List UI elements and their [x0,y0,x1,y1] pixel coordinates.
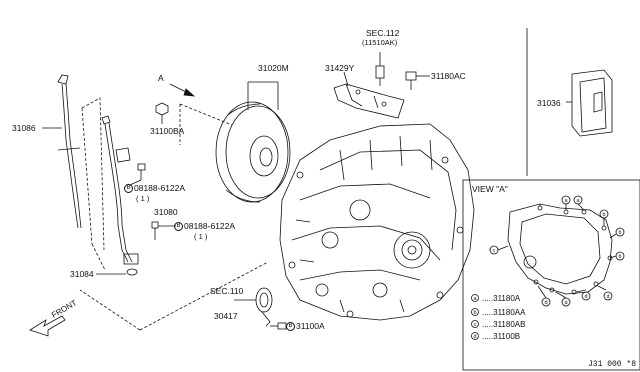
legend-row-d: .....31100B [482,332,521,341]
bolt-08188-b [151,221,176,240]
svg-text:a: a [564,300,568,306]
drawing-code: J31 000 *8 [588,360,637,369]
label-30417: 30417 [214,311,238,321]
label-31429y: 31429Y [325,63,355,73]
bolt-31100a [270,322,287,330]
label-view-a-arrow: A [158,73,164,83]
svg-text:d: d [544,300,547,306]
seal-30417 [255,287,273,327]
svg-text:b: b [618,254,621,260]
dipstick-31086 [57,74,82,229]
label-31036: 31036 [537,98,561,108]
transmission-case [279,123,475,321]
filler-tube-outline [81,97,106,271]
svg-text:b: b [473,310,476,316]
bolt-marker-icon: B [286,322,295,332]
o-ring-31084 [126,268,138,276]
view-a-frame [462,179,640,371]
view-a-callout-circles [489,195,625,307]
svg-text:b: b [602,212,605,218]
legend-row-a: .....31180A [482,294,521,303]
view-a-housing [507,203,613,295]
label-sec112: SEC.112 [366,28,400,38]
svg-text:c: c [474,322,477,328]
legend-row-c: .....31180AB [482,320,526,329]
control-module-31036 [566,69,613,137]
label-31100ba: 31100BA [150,126,185,136]
label-31086: 31086 [12,123,36,133]
filler-tube-31080 [101,115,139,265]
bolt-marker-icon: B [174,222,183,232]
svg-text:a: a [473,296,477,302]
bolt-08188-a [129,163,146,186]
label-31180ac: 31180AC [431,71,466,81]
front-arrow-icon [29,315,66,337]
svg-text:d: d [606,294,609,300]
svg-text:d: d [473,334,476,340]
legend-row-b: .....31180AA [482,308,526,317]
svg-text:b: b [618,230,621,236]
svg-text:d: d [584,294,587,300]
svg-text:a: a [564,198,568,204]
svg-text:a: a [576,198,580,204]
label-31020m: 31020M [258,63,289,73]
view-a-leaders [497,203,617,299]
torque-converter-31020m [215,101,291,203]
view-a-title: VIEW "A" [472,184,508,194]
bracket-31429y [333,83,405,119]
label-31084: 31084 [70,269,94,279]
sensor-sec112 [375,65,385,86]
label-31080: 31080 [154,207,178,217]
label-sec110: SEC.110 [210,286,244,296]
bolt-31180ac [405,71,430,90]
label-sec112-sub: (11510AK) [362,38,398,47]
bolt-31100ba [155,102,169,124]
label-bolt-2-qty: ( 1 ) [194,232,208,241]
svg-text:c: c [493,248,496,254]
label-bolt-1-qty: ( 1 ) [136,194,150,203]
bolt-marker-icon: B [124,184,133,194]
